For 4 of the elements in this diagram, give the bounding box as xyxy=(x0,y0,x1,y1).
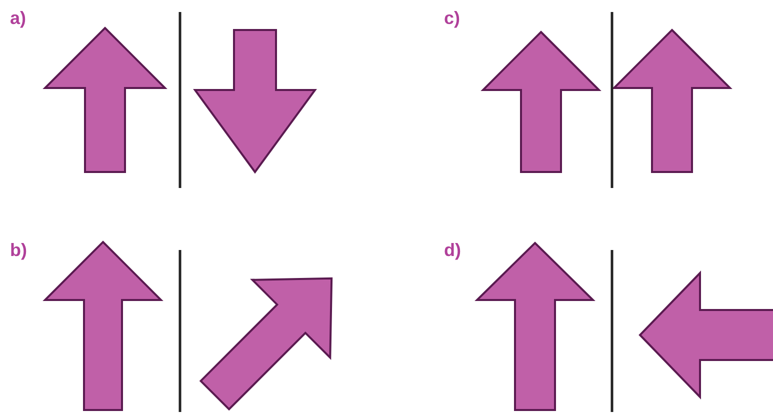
panel-label: a) xyxy=(10,8,26,28)
panel-label: b) xyxy=(10,240,27,260)
panel-label: d) xyxy=(444,240,461,260)
panel-label: c) xyxy=(444,8,460,28)
